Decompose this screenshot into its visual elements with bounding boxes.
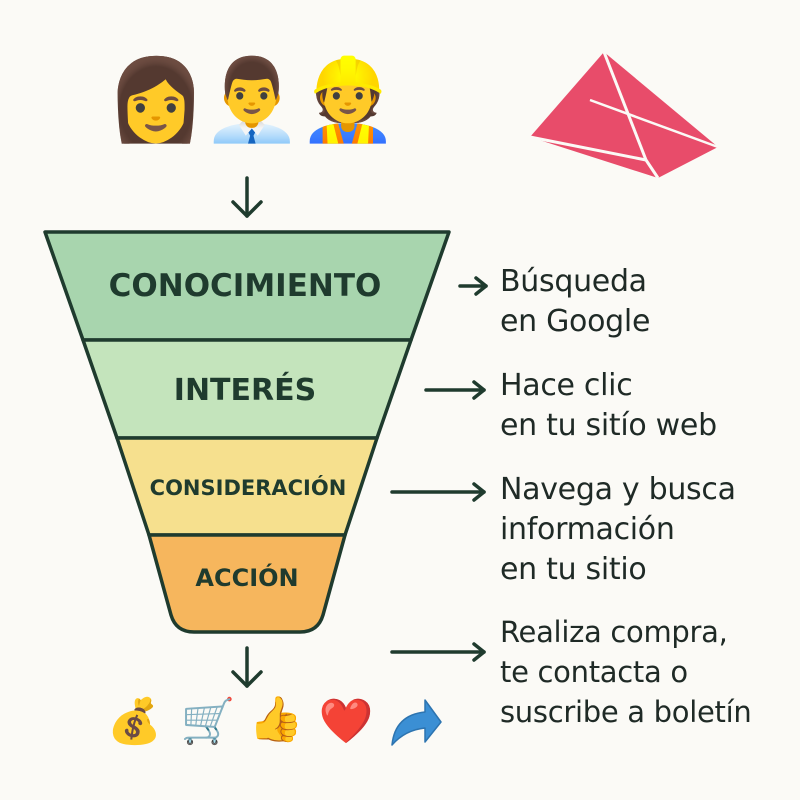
description-4-line-3: suscribe a boletín: [500, 695, 752, 729]
description-4-line-2: te contacta o: [500, 655, 688, 689]
woman-icon: 👩: [106, 53, 206, 146]
description-4: Realiza compra, te contacta o suscribe a…: [500, 612, 752, 732]
arrow-to-desc-2: [424, 380, 486, 400]
stage-label-consideracion: CONSIDERACIÓN: [150, 475, 347, 500]
description-3-line-2: información: [500, 512, 675, 547]
shopping-cart-icon: 🛒: [180, 696, 236, 747]
description-1-line-2: en Google: [500, 304, 651, 339]
money-bag-icon: 💰: [107, 696, 162, 747]
pyramid-logo: [529, 51, 719, 179]
description-1-line-1: Búsqueda: [500, 264, 647, 299]
thumbs-up-icon: 👍: [248, 694, 304, 745]
share-arrow-icon: [391, 699, 442, 746]
stage-label-interes: INTERÉS: [174, 372, 316, 408]
funnel-stage-accion: [147, 533, 347, 634]
description-3-line-3: en tu sitio: [500, 552, 647, 587]
worker-man-icon: 👷: [298, 53, 398, 146]
description-4-line-1: Realiza compra,: [500, 615, 728, 649]
description-2: Hace clic en tu sitío web: [500, 366, 717, 446]
down-arrow-top: [231, 176, 263, 218]
heart-icon: ❤️: [318, 696, 374, 747]
arrow-to-desc-3: [390, 482, 486, 502]
arrow-to-desc-1: [458, 276, 488, 296]
description-2-line-2: en tu sitío web: [500, 408, 717, 443]
stage-label-accion: ACCIÓN: [195, 562, 298, 592]
funnel: CONOCIMIENTO INTERÉS CONSIDERACIÓN ACCIÓ…: [43, 230, 451, 634]
description-1: Búsqueda en Google: [500, 262, 650, 342]
down-arrow-bottom: [231, 646, 263, 688]
man-with-glasses-icon: 👨‍💼: [202, 53, 302, 146]
arrow-to-desc-4: [390, 642, 486, 662]
description-3: Navega y busca información en tu sitio: [500, 470, 736, 590]
description-2-line-1: Hace clic: [500, 368, 633, 403]
stage-label-conocimiento: CONOCIMIENTO: [109, 268, 382, 304]
description-3-line-1: Navega y busca: [500, 472, 736, 507]
